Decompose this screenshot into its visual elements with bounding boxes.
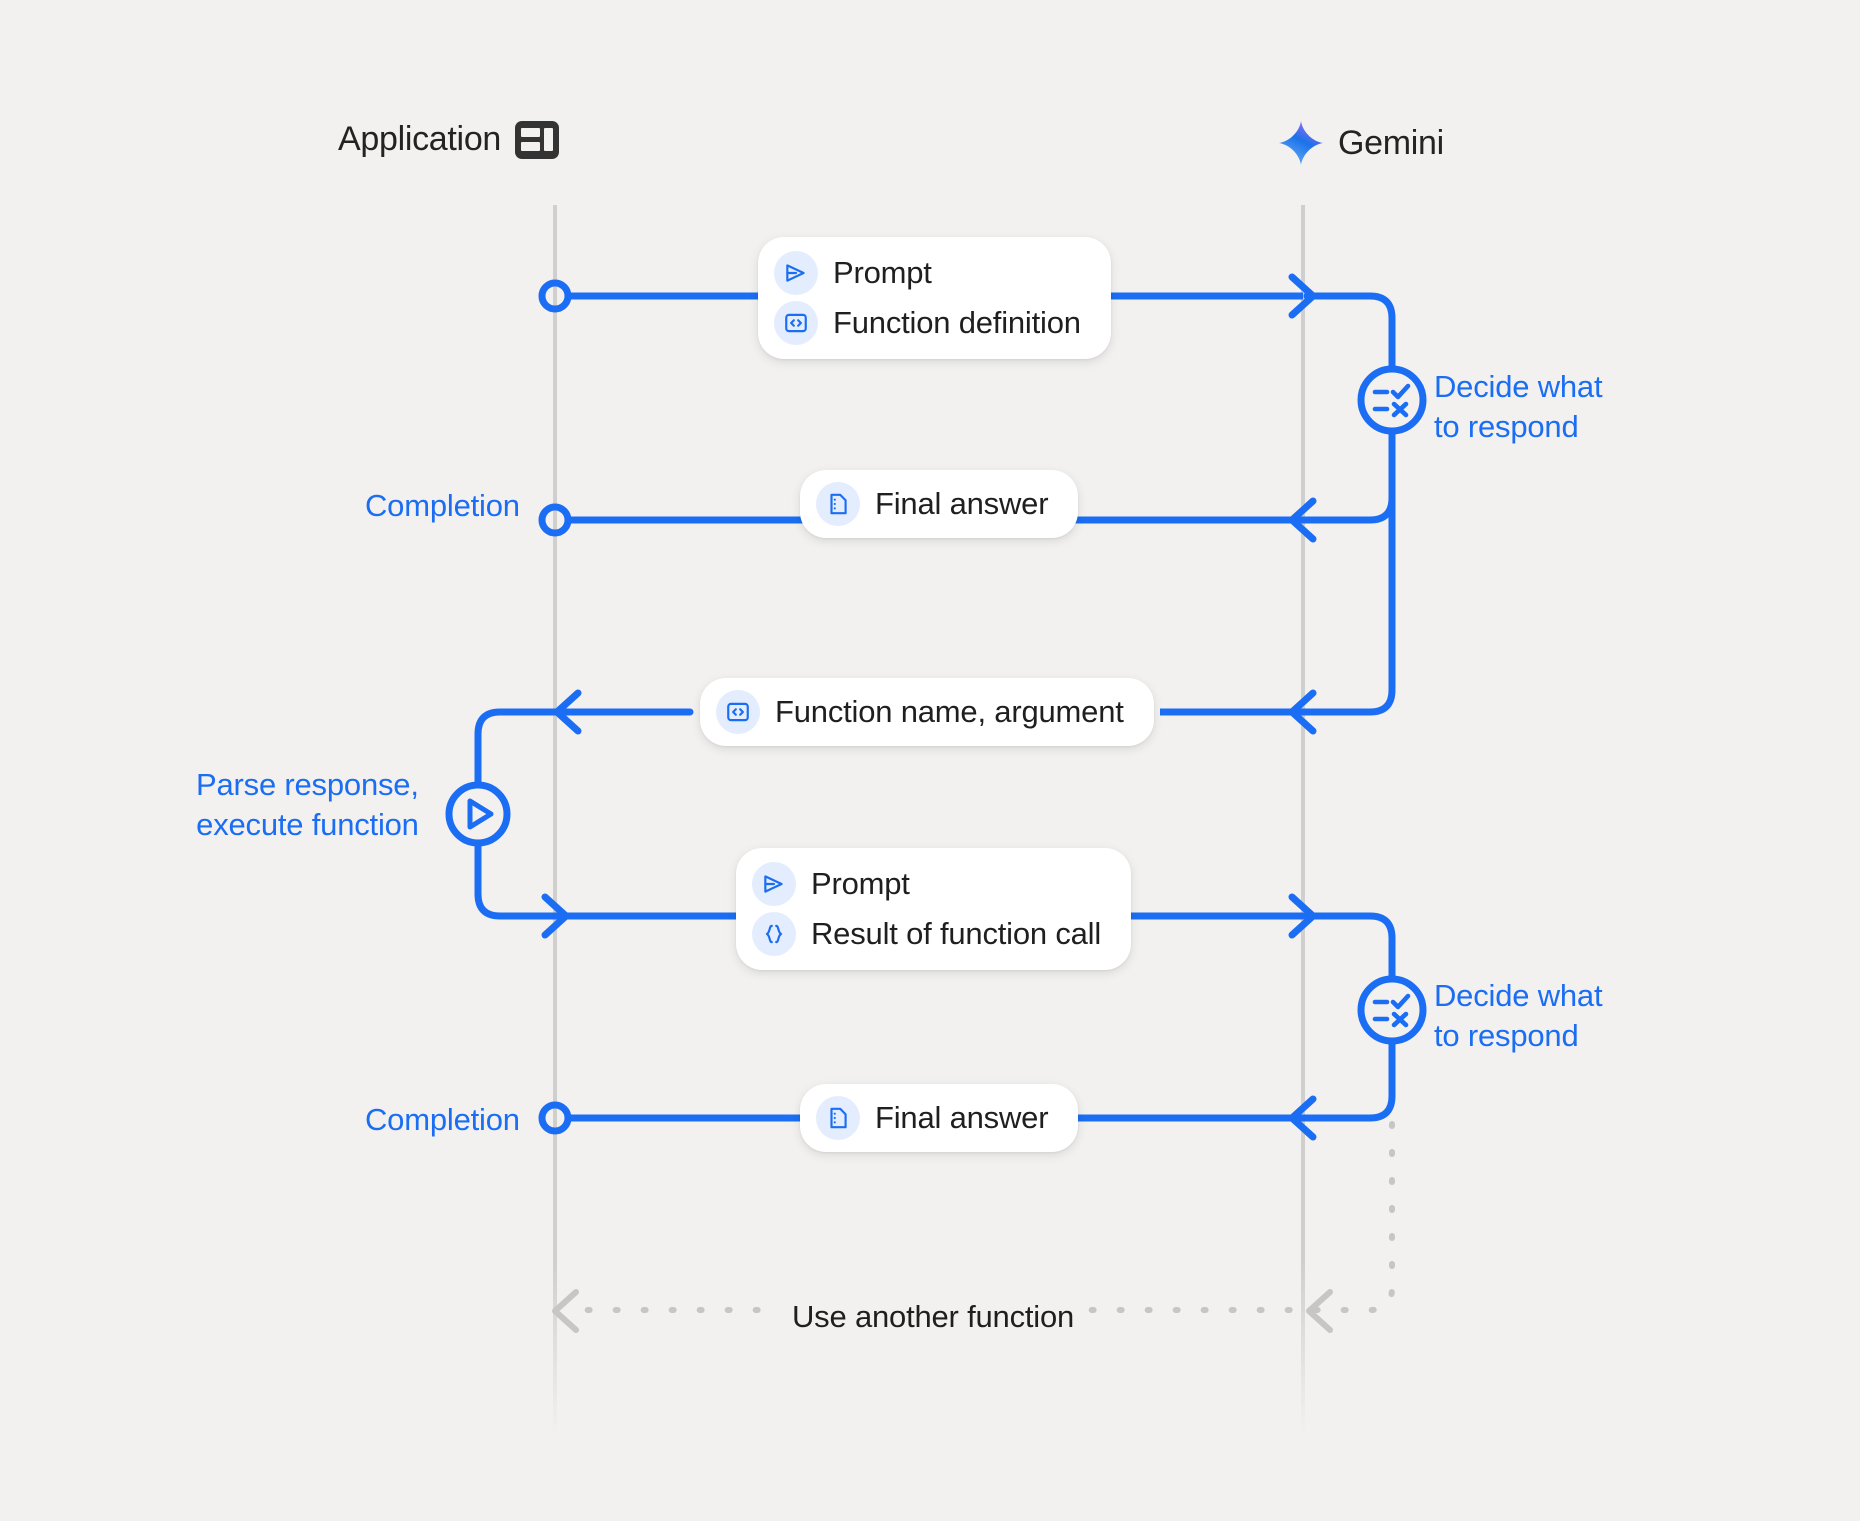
label-parse-execute-line2: execute function xyxy=(196,806,419,842)
card-row-result-of-function-call: Result of function call xyxy=(752,912,1101,956)
riser-to-decide-1 xyxy=(1303,292,1396,372)
label-parse-execute-line1: Parse response, xyxy=(196,767,419,802)
label-use-another-function: Use another function xyxy=(778,1299,1089,1335)
code-brackets-icon xyxy=(774,301,818,345)
actor-gemini: Gemini xyxy=(1278,120,1444,166)
parse-execute-circle xyxy=(445,781,511,847)
actor-application-label: Application xyxy=(338,120,502,158)
riser-decide-1-to-function-call xyxy=(1299,486,1396,716)
label-decide-2-line2: to respond xyxy=(1434,1017,1579,1053)
parse-execute-node xyxy=(445,781,511,847)
card-row-function-definition: Function definition xyxy=(774,301,1081,345)
decide-node-1-circle xyxy=(1357,365,1427,435)
loop-arrowhead-left xyxy=(552,1289,579,1333)
card-label-function-name-argument: Function name, argument xyxy=(775,694,1124,729)
card-prompt-result-of-function-call[interactable]: Prompt Result of function call xyxy=(736,848,1132,970)
label-decide-2: Decide what to respond xyxy=(1434,976,1603,1055)
checklist-decision-icon xyxy=(1372,383,1411,418)
card-final-answer-1[interactable]: Final answer xyxy=(800,470,1079,538)
send-prompt-icon xyxy=(774,251,818,295)
actor-application: Application xyxy=(338,120,560,159)
card-row-final-answer: Final answer xyxy=(816,482,1049,526)
card-row-final-answer-2: Final answer xyxy=(816,1096,1049,1140)
card-row-function-name: Function name, argument xyxy=(716,690,1124,734)
card-label-final-answer-1: Final answer xyxy=(875,486,1049,521)
card-function-name-argument[interactable]: Function name, argument xyxy=(700,678,1154,746)
checklist-decision-icon xyxy=(1372,993,1411,1028)
message-line-fn-name-left xyxy=(474,708,694,794)
document-icon xyxy=(816,1096,860,1140)
decide-node-2-circle xyxy=(1357,975,1427,1045)
label-completion-2: Completion xyxy=(365,1102,520,1137)
label-decide-1-line1: Decide what xyxy=(1434,369,1603,404)
card-final-answer-2[interactable]: Final answer xyxy=(800,1084,1079,1152)
card-label-prompt: Prompt xyxy=(833,255,932,290)
play-triangle-icon xyxy=(467,798,494,830)
lifeline-gemini xyxy=(1301,205,1305,1435)
gemini-sparkle-icon xyxy=(1278,120,1324,166)
label-decide-2-line1: Decide what xyxy=(1434,978,1603,1013)
card-label-final-answer-2: Final answer xyxy=(875,1100,1049,1135)
document-icon xyxy=(816,482,860,526)
decide-node-1 xyxy=(1357,365,1427,435)
lifeline-application xyxy=(553,205,557,1435)
card-prompt-function-definition[interactable]: Prompt Function definition xyxy=(758,237,1111,359)
label-decide-1: Decide what to respond xyxy=(1434,367,1603,446)
card-label-prompt-2: Prompt xyxy=(811,866,910,901)
card-label-result-of-function-call: Result of function call xyxy=(811,916,1102,951)
label-parse-execute: Parse response, execute function xyxy=(196,765,419,844)
riser-to-decide-2 xyxy=(1303,912,1396,982)
send-prompt-icon xyxy=(752,862,796,906)
card-label-function-definition: Function definition xyxy=(833,305,1081,340)
decide-node-2 xyxy=(1357,975,1427,1045)
app-layout-icon xyxy=(515,120,560,159)
loop-arrowhead-mid xyxy=(1306,1289,1333,1333)
arrowhead-left-3 xyxy=(553,689,582,735)
card-row-prompt-2: Prompt xyxy=(752,862,1101,906)
label-decide-1-line2: to respond xyxy=(1434,408,1579,444)
label-completion-1: Completion xyxy=(365,488,520,523)
curly-braces-icon xyxy=(752,912,796,956)
actor-gemini-label: Gemini xyxy=(1338,123,1444,162)
code-brackets-icon xyxy=(716,690,760,734)
card-row-prompt: Prompt xyxy=(774,251,1081,295)
